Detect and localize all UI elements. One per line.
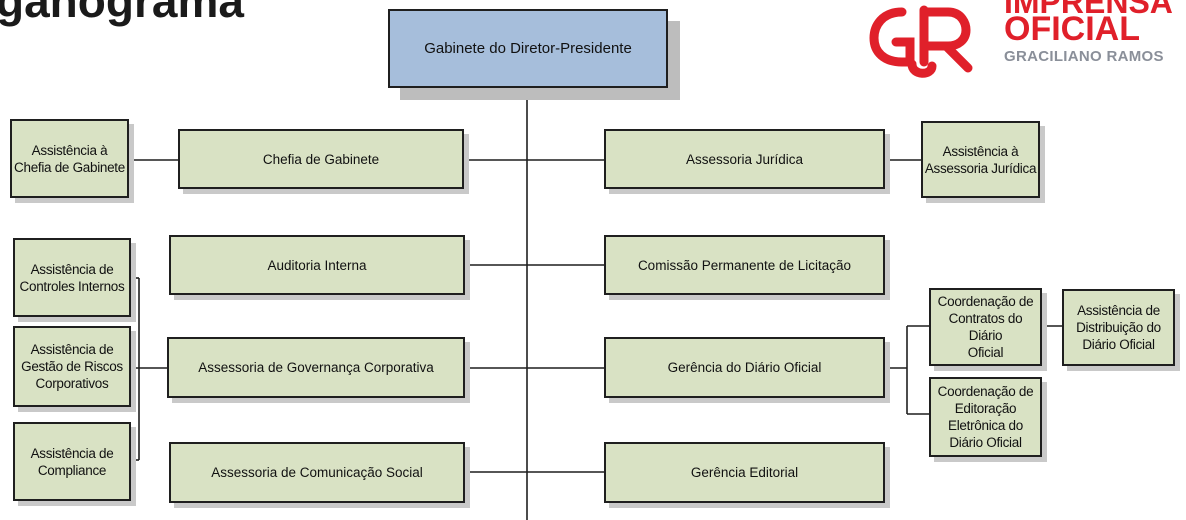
org-node-chefia: Chefia de Gabinete (178, 129, 464, 189)
logo-line-2: OFICIAL (1004, 10, 1140, 48)
org-node-governanca: Assessoria de Governança Corporativa (167, 337, 465, 398)
logo-line-1: IMPRENSA (1004, 0, 1173, 20)
org-node-assist-chefia: Assistência à Chefia de Gabinete (10, 119, 129, 198)
page-title: ganograma (0, 0, 244, 27)
org-node-assist-controles: Assistência de Controles Internos (13, 238, 131, 317)
org-node-assist-juridica: Assistência à Assessoria Jurídica (921, 121, 1040, 198)
org-node-coord-contratos: Coordenação de Contratos do Diário Ofici… (929, 288, 1042, 366)
org-node-assessoria-juridica: Assessoria Jurídica (604, 129, 885, 189)
org-node-comissao: Comissão Permanente de Licitação (604, 235, 885, 295)
logo-line-3: GRACILIANO RAMOS (1004, 48, 1164, 65)
org-node-assist-distribuicao: Assistência de Distribuição do Diário Of… (1062, 289, 1175, 366)
imprensa-oficial-logo-icon (869, 5, 973, 78)
org-node-gerencia-editorial: Gerência Editorial (604, 442, 885, 503)
org-node-director: Gabinete do Diretor-Presidente (388, 9, 668, 88)
org-node-coord-editoracao: Coordenação de Editoração Eletrônica do … (929, 377, 1042, 457)
org-node-auditoria: Auditoria Interna (169, 235, 465, 295)
org-node-assist-riscos: Assistência de Gestão de Riscos Corporat… (13, 326, 131, 407)
org-node-comunicacao: Assessoria de Comunicação Social (169, 442, 465, 503)
org-node-gerencia-diario: Gerência do Diário Oficial (604, 337, 885, 398)
org-node-assist-compliance: Assistência de Compliance (13, 422, 131, 501)
